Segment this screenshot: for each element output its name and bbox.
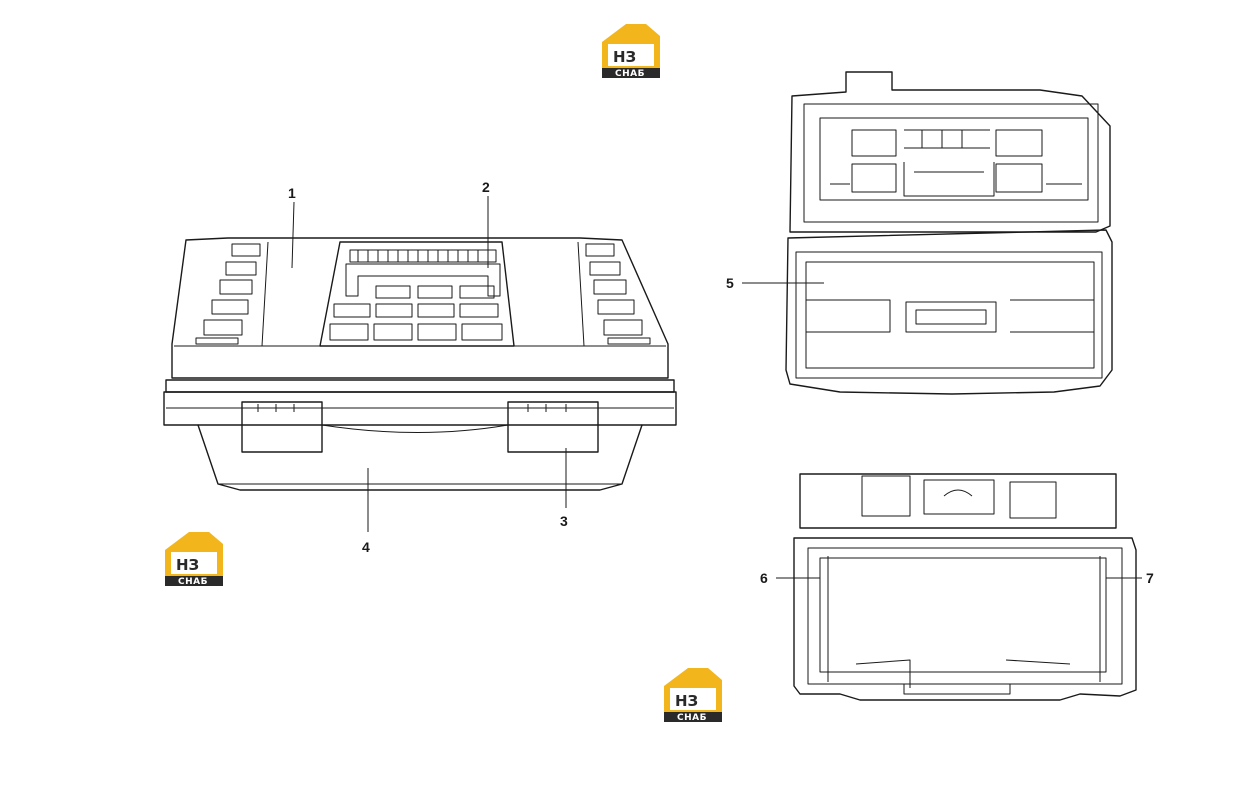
callout-4: 4 xyxy=(362,539,370,555)
callout-3: 3 xyxy=(560,513,568,529)
svg-text:СНАБ: СНАБ xyxy=(615,69,645,79)
toolbox-closed-view xyxy=(163,237,677,491)
latch-left xyxy=(241,401,323,453)
callout-2: 2 xyxy=(482,179,490,195)
callout-1: 1 xyxy=(288,185,296,201)
latch-right xyxy=(507,401,599,453)
svg-text:НЗ: НЗ xyxy=(613,48,636,66)
callout-6: 6 xyxy=(760,570,768,586)
svg-text:НЗ: НЗ xyxy=(176,556,199,574)
toolbox-open-body-view xyxy=(793,473,1137,701)
svg-text:СНАБ: СНАБ xyxy=(677,713,707,723)
svg-text:СНАБ: СНАБ xyxy=(178,577,208,587)
logo-left: НЗ СНАБ xyxy=(165,532,223,587)
logo-top: НЗ СНАБ xyxy=(602,24,660,79)
callout-5: 5 xyxy=(726,275,734,291)
callout-7: 7 xyxy=(1146,570,1154,586)
svg-text:НЗ: НЗ xyxy=(675,692,698,710)
logo-bottom: НЗ СНАБ xyxy=(664,668,722,723)
callout-labels: 1 2 3 4 5 6 7 xyxy=(288,179,1154,586)
toolbox-open-lid-view xyxy=(785,71,1113,395)
